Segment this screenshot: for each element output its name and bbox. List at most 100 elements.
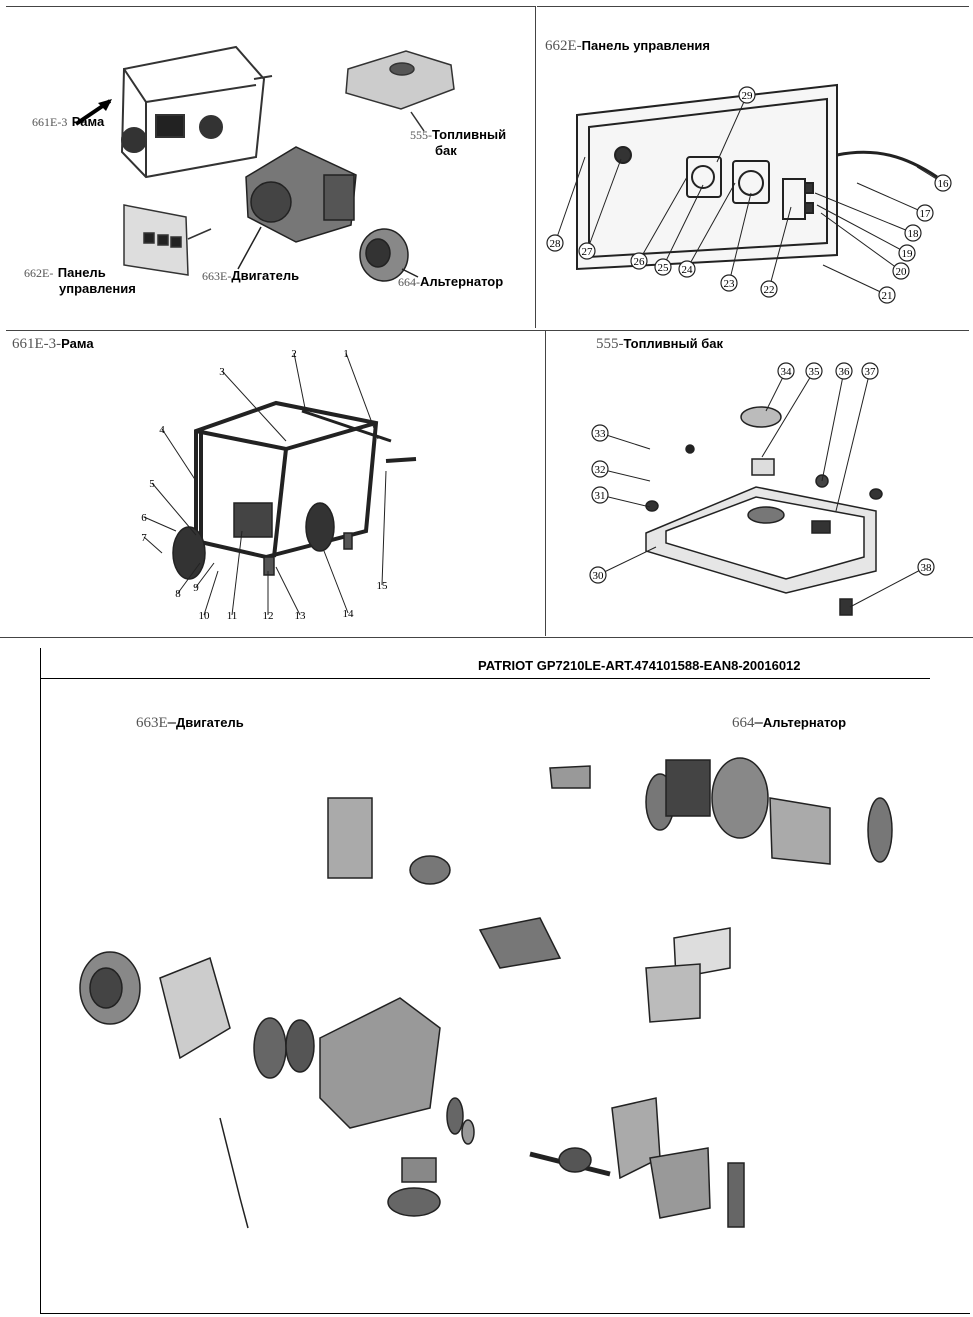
- callout-22: 22: [760, 206, 792, 298]
- svg-text:31: 31: [595, 490, 606, 502]
- callout-27: 27: [578, 158, 622, 260]
- svg-text:24: 24: [682, 264, 694, 276]
- callout-1: 1: [343, 348, 379, 440]
- svg-text:9: 9: [193, 582, 199, 594]
- svg-text:13: 13: [295, 610, 307, 622]
- callout-8: 8: [175, 562, 201, 600]
- alternator-title: 664–Альтернатор: [732, 714, 847, 731]
- svg-text:1: 1: [343, 348, 349, 360]
- callout-26: 26: [630, 176, 688, 270]
- overview-drawing: [74, 45, 455, 282]
- svg-text:29: 29: [742, 90, 754, 102]
- svg-text:7: 7: [141, 532, 147, 544]
- engine-sketch: [237, 146, 357, 270]
- svg-text:34: 34: [781, 366, 793, 378]
- fuel-tank-section-title: 555-Топливный бак: [596, 335, 723, 353]
- alternator-code: 664-: [398, 275, 420, 289]
- callout-33: 33: [591, 424, 651, 450]
- fuel-tank-sketch: [345, 50, 455, 132]
- alternator-name: Альтернатор: [420, 274, 504, 289]
- engine-code: 663E-: [202, 269, 232, 283]
- svg-text:10: 10: [199, 610, 211, 622]
- svg-text:36: 36: [839, 366, 851, 378]
- svg-text:23: 23: [724, 278, 736, 290]
- fuel-tank-code: 555-: [410, 128, 432, 142]
- callout-34: 34: [765, 362, 795, 412]
- svg-text:12: 12: [263, 610, 274, 622]
- engine-title: 663E–Двигатель: [136, 714, 244, 731]
- svg-text:2: 2: [291, 348, 297, 360]
- callout-25: 25: [654, 184, 704, 276]
- fuel-tank-section-name: Топливный бак: [623, 336, 723, 351]
- frame-code: 661E-3: [32, 115, 68, 129]
- svg-text:17: 17: [920, 208, 932, 220]
- frame-drawing: [172, 400, 417, 580]
- control-panel-sketch: [123, 204, 212, 276]
- callout-15: 15: [377, 470, 388, 592]
- callout-6: 6: [141, 512, 177, 532]
- callout-11: 11: [227, 530, 243, 622]
- fuel-tank-name-2: бак: [435, 143, 457, 158]
- control-panel-name-1: Панель: [57, 265, 106, 280]
- fuel-tank-drawing: [645, 406, 883, 616]
- engine-sheet-alternator-code: 664: [732, 715, 755, 731]
- svg-text:32: 32: [595, 464, 606, 476]
- frame-section-name: Рама: [61, 336, 94, 351]
- callout-14: 14: [323, 550, 355, 620]
- engine-sheet: PATRIOT GP7210LE-ART.474101588-EAN8-2001…: [0, 637, 973, 1316]
- callout-3: 3: [219, 366, 287, 442]
- engine-exploded-drawing: [79, 757, 893, 1229]
- engine-label: 663E-Двигатель: [202, 267, 299, 285]
- callout-13: 13: [275, 566, 307, 622]
- callout-2: 2: [291, 348, 307, 414]
- frame-label: 661E-3 Рама: [32, 113, 104, 131]
- svg-text:20: 20: [896, 266, 908, 278]
- svg-text:21: 21: [882, 290, 893, 302]
- svg-text:35: 35: [809, 366, 821, 378]
- svg-text:16: 16: [938, 178, 950, 190]
- callout-17: 17: [856, 182, 934, 222]
- engine-sheet-header-rule: [40, 678, 930, 679]
- svg-text:18: 18: [908, 228, 920, 240]
- engine-sheet-engine-title: Двигатель: [176, 715, 244, 730]
- callout-30: 30: [589, 546, 657, 584]
- callout-32: 32: [591, 460, 651, 482]
- frame-sketch: [120, 45, 273, 179]
- svg-text:14: 14: [343, 608, 355, 620]
- control-panel-section-title: Панель управления: [581, 38, 711, 53]
- callout-31: 31: [591, 486, 651, 508]
- control-panel-title: 662E-Панель управления: [545, 37, 710, 55]
- fuel-tank-section-code: 555-: [596, 336, 624, 352]
- frame-section-code: 661E-3-: [12, 336, 62, 352]
- engine-sheet-alternator-title: Альтернатор: [762, 715, 847, 730]
- alternator-sketch: [359, 228, 419, 282]
- callout-37: 37: [835, 362, 879, 512]
- overview-panel: 661E-3 Рама 555-Топливный бак 662E- Пане…: [6, 6, 536, 328]
- callout-10: 10: [199, 570, 219, 622]
- svg-text:19: 19: [902, 248, 914, 260]
- svg-text:28: 28: [550, 238, 562, 250]
- callout-36: 36: [821, 362, 853, 482]
- engine-sheet-header: PATRIOT GP7210LE-ART.474101588-EAN8-2001…: [478, 658, 801, 673]
- svg-text:3: 3: [219, 366, 225, 378]
- callout-5: 5: [149, 478, 197, 536]
- callout-21: 21: [822, 264, 896, 304]
- callout-12: 12: [263, 571, 274, 622]
- callout-9: 9: [193, 562, 215, 594]
- engine-sheet-frame: [40, 648, 970, 1314]
- callout-7: 7: [141, 532, 163, 554]
- svg-text:5: 5: [149, 478, 155, 490]
- svg-text:11: 11: [227, 610, 238, 622]
- callout-38: 38: [849, 558, 935, 608]
- svg-text:38: 38: [921, 562, 933, 574]
- alternator-label: 664-Альтернатор: [398, 273, 503, 291]
- callout-4: 4: [159, 424, 197, 482]
- fuel-tank-name-1: Топливный: [432, 127, 507, 142]
- svg-text:6: 6: [141, 512, 147, 524]
- frame-section-title: 661E-3-Рама: [12, 335, 94, 353]
